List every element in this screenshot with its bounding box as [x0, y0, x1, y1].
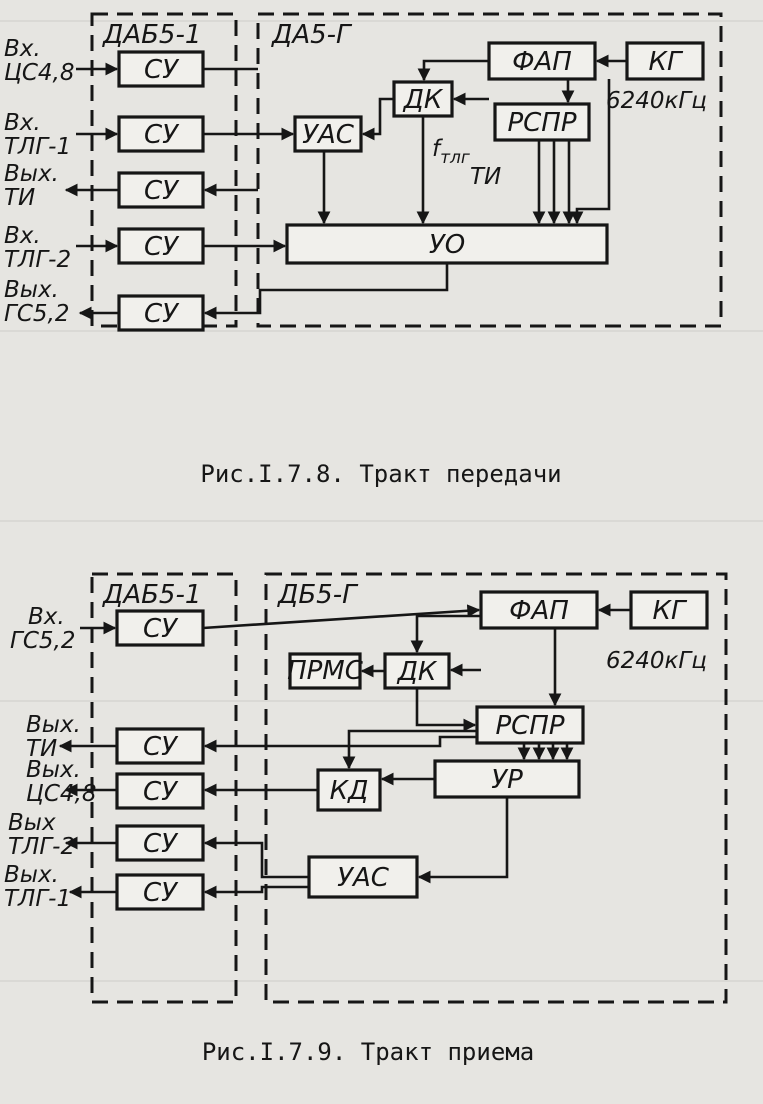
tx-signal-2-line2: ТЛГ-1: [4, 134, 71, 160]
tx-signal-4-line1: Вх.: [4, 223, 41, 249]
tx-su-label-2: СУ: [144, 120, 180, 150]
rx-su-label-5: СУ: [143, 878, 179, 908]
tx-signal-5-line1: Вых.: [4, 277, 59, 303]
rx-uas-label: УАС: [337, 863, 390, 893]
rx-uas-block: [307, 855, 419, 899]
rx-su-block-3: [115, 772, 205, 810]
tx-signal-1-line2: ЦС4,8: [4, 60, 75, 86]
tx-signal-1-line1: Вх.: [4, 36, 41, 62]
tx-freq-label: 6240кГц: [606, 88, 707, 114]
rx-su-label-1: СУ: [143, 614, 179, 644]
rx-prms-label: ПРМС: [287, 656, 364, 686]
tx-fap-block: [487, 41, 597, 81]
tx-diagram: ДАБ5-1 ДА5-Г Вх. ЦС4,8 Вх. ТЛГ-1 Вых. ТИ…: [4, 12, 723, 488]
rx-rspr-label: РСПР: [495, 711, 564, 741]
tx-kg-block: [625, 41, 705, 81]
tx-rspr-label: РСПР: [507, 108, 576, 138]
rx-signal-3-line2: ЦС4,8: [26, 781, 97, 807]
tx-kg-label: КГ: [649, 47, 684, 77]
rx-fap-block: [479, 590, 599, 630]
tx-su-block-4: [117, 227, 205, 265]
tx-signal-2-line1: Вх.: [4, 110, 41, 136]
rx-kd-label: КД: [330, 776, 369, 806]
tx-signal-3-line1: Вых.: [4, 161, 59, 187]
rx-signal-3-line1: Вых.: [26, 757, 81, 783]
rx-signal-5-line2: ТЛГ-1: [4, 886, 71, 912]
rx-su-label-2: СУ: [143, 732, 179, 762]
tx-fap-label: ФАП: [512, 47, 572, 77]
rx-freq-label: 6240кГц: [606, 648, 707, 674]
rx-su-block-1: [115, 609, 205, 647]
background-bleed-texture: [0, 20, 763, 982]
tx-connections: [64, 54, 627, 320]
rx-su-block-2: [115, 727, 205, 765]
tx-rspr-block: [493, 102, 591, 142]
tx-ti-label: ТИ: [470, 164, 501, 190]
rx-signal-2-line2: ТИ: [26, 736, 57, 762]
rx-connections: [58, 603, 631, 899]
rx-su-label-4: СУ: [143, 829, 179, 859]
tx-su-label-4: СУ: [144, 232, 180, 262]
rx-diagram: ДАБ5-1 ДБ5-Г Вх. ГС5,2 Вых. ТИ Вых. ЦС4,…: [4, 572, 728, 1066]
rx-signal-2-line1: Вых.: [26, 712, 81, 738]
tx-su-label-1: СУ: [144, 55, 180, 85]
tx-uas-label: УАС: [302, 120, 355, 150]
rx-signal-4-line2: ТЛГ-2: [8, 834, 75, 860]
rx-signal-5-line1: Вых.: [4, 862, 59, 888]
tx-su-label-3: СУ: [144, 176, 180, 206]
tx-uas-block: [293, 115, 363, 153]
tx-su-label-5: СУ: [144, 299, 180, 329]
tx-dk-label: ДК: [403, 85, 444, 115]
rx-kg-label: КГ: [653, 596, 688, 626]
rx-dk-label: ДК: [397, 657, 438, 687]
rx-prms-block: [288, 652, 362, 690]
tx-signal-4-line2: ТЛГ-2: [4, 247, 71, 273]
rx-signal-1-line2: ГС5,2: [10, 628, 75, 654]
rx-unit-label-right: ДБ5-Г: [277, 580, 359, 610]
rx-kg-block: [629, 590, 709, 630]
rx-fap-label: ФАП: [509, 596, 569, 626]
rx-signal-4-line1: Вых: [8, 810, 56, 836]
rx-ur-label: УР: [491, 765, 523, 795]
rx-rspr-block: [475, 705, 585, 745]
tx-signal-3-line2: ТИ: [4, 185, 35, 211]
rx-signal-1-line1: Вх.: [28, 604, 65, 630]
tx-ftlg-label: fтлг: [432, 136, 470, 168]
rx-frame-dab5-1: [90, 572, 238, 1004]
rx-su-label-3: СУ: [143, 777, 179, 807]
rx-su-block-4: [115, 824, 205, 862]
tx-uo-label: УО: [429, 230, 465, 260]
rx-frame-db5-g: [264, 572, 728, 1004]
tx-unit-label-right: ДА5-Г: [271, 20, 353, 50]
tx-caption: Рис.I.7.8. Тракт передачи: [200, 460, 561, 488]
tx-frame-da5-g: [256, 12, 723, 328]
tx-unit-label-left: ДАБ5-1: [102, 20, 201, 50]
rx-caption: Рис.I.7.9. Тракт приема: [202, 1038, 534, 1066]
rx-unit-label-left: ДАБ5-1: [102, 580, 201, 610]
tx-su-block-5: [117, 294, 205, 332]
rx-kd-block: [316, 768, 382, 812]
tx-signal-5-line2: ГС5,2: [4, 301, 69, 327]
